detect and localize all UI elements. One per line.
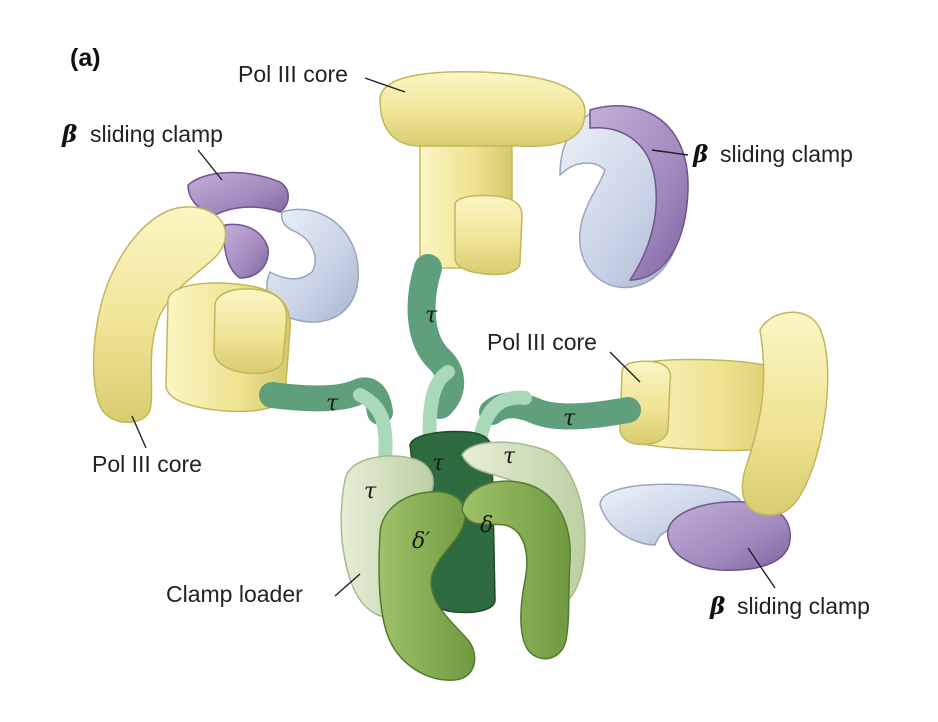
pol-core-right-cap xyxy=(741,311,829,516)
label-pol-core-left: Pol III core xyxy=(92,451,202,477)
tau-label-core: τ xyxy=(432,451,445,476)
label-beta-top-left-symbol: β xyxy=(61,121,77,148)
tau-label-right: τ xyxy=(563,406,576,431)
label-clamp-bottom-right: sliding clamp xyxy=(737,593,870,619)
sliding-clamp-top-left-purple-lower xyxy=(223,223,269,279)
tau-label-loader-right: τ xyxy=(503,444,516,469)
leader-clamp-top-left xyxy=(197,149,223,181)
label-pol-core-right: Pol III core xyxy=(487,329,597,355)
panel-label: (a) xyxy=(70,44,101,72)
label-clamp-top-right: sliding clamp xyxy=(720,141,853,167)
clamp-loader-delta-prime xyxy=(378,491,476,681)
clamp-loader-group xyxy=(340,430,586,681)
delta-prime-label: δ′ xyxy=(412,529,430,554)
leader-pol-core-top xyxy=(364,77,406,93)
leader-pol-core-left xyxy=(131,415,147,449)
tau-label-loader-left: τ xyxy=(364,479,377,504)
sliding-clamp-top-right-purple xyxy=(589,105,689,281)
sliding-clamp-bottom-right-purple xyxy=(667,501,791,571)
label-pol-core-top: Pol III core xyxy=(238,61,348,87)
label-beta-bottom-right-symbol: β xyxy=(709,593,725,620)
leader-pol-core-right xyxy=(609,351,641,383)
sliding-clamp-top-left-blue xyxy=(266,208,359,323)
clamp-loader-delta xyxy=(461,480,571,660)
pol-core-left-arm xyxy=(92,206,227,424)
label-clamp-top-left: sliding clamp xyxy=(90,121,223,147)
tau-label-left: τ xyxy=(326,391,339,416)
pol-core-left-group xyxy=(92,171,359,424)
tau-linkers xyxy=(259,254,641,467)
label-beta-top-right-symbol: β xyxy=(692,141,708,168)
pol-core-top-block xyxy=(454,194,523,276)
tau-link-top xyxy=(407,254,465,419)
leader-clamp-loader xyxy=(334,573,361,597)
delta-label: δ xyxy=(480,513,493,538)
pol-core-left-block xyxy=(213,288,288,375)
pol-core-right-block xyxy=(619,360,672,446)
tau-tail-right xyxy=(473,390,532,447)
tau-tail-left xyxy=(353,388,393,467)
tau-tail-center xyxy=(422,365,455,447)
pol-core-top-cap xyxy=(379,70,586,148)
pol-core-right-group xyxy=(599,311,829,571)
leader-clamp-top-right xyxy=(651,149,689,156)
label-clamp-loader: Clamp loader xyxy=(166,581,303,607)
tau-link-right xyxy=(479,392,641,430)
leader-clamp-bottom-right xyxy=(747,547,776,589)
tau-label-top: τ xyxy=(425,303,438,328)
pol-core-top-group xyxy=(379,70,689,289)
